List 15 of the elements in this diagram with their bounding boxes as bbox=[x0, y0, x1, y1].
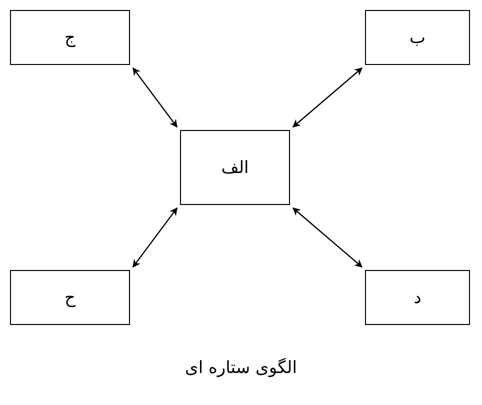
process-box bbox=[10, 270, 130, 325]
box-label: ج bbox=[64, 28, 76, 48]
process-box bbox=[365, 10, 470, 65]
arrow bbox=[292, 67, 363, 128]
arrow bbox=[132, 67, 178, 128]
arrow bbox=[132, 207, 178, 268]
caption: الگوی ستاره ای bbox=[185, 358, 297, 378]
box-label: الف bbox=[221, 158, 249, 178]
arrow bbox=[292, 207, 363, 268]
box-label: ح bbox=[64, 288, 76, 308]
box-label: د bbox=[414, 288, 422, 308]
process-box bbox=[180, 130, 290, 205]
box-label: ب bbox=[409, 28, 426, 48]
process-box bbox=[10, 10, 130, 65]
process-box bbox=[365, 270, 470, 325]
